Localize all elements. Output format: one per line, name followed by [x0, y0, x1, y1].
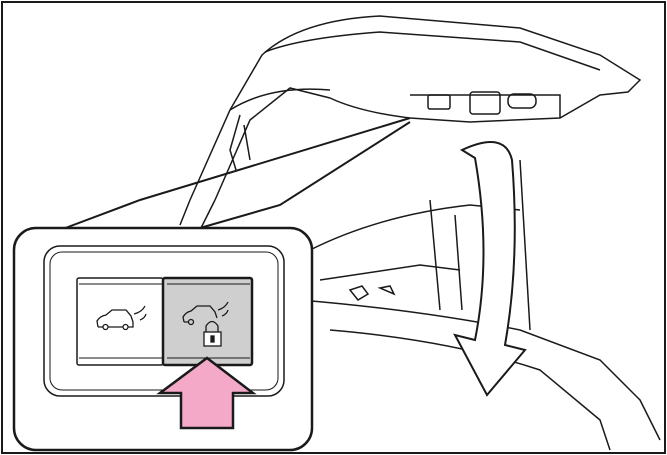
power-back-door-open-icon: [96, 305, 147, 331]
power-back-door-lock-icon: [182, 301, 229, 347]
callout-leader: [59, 117, 411, 231]
door-handle: [507, 93, 537, 109]
door-switch-housing: [427, 94, 451, 110]
power-back-door-lock-button[interactable]: [161, 276, 254, 367]
press-arrow-icon: [156, 356, 257, 430]
open-back-door: [179, 15, 642, 231]
power-back-door-button[interactable]: [76, 277, 164, 366]
door-close-switch: [469, 91, 501, 115]
switch-inset: [12, 226, 314, 452]
door-close-arrow-icon: [453, 141, 527, 397]
cargo-area: [299, 159, 661, 451]
